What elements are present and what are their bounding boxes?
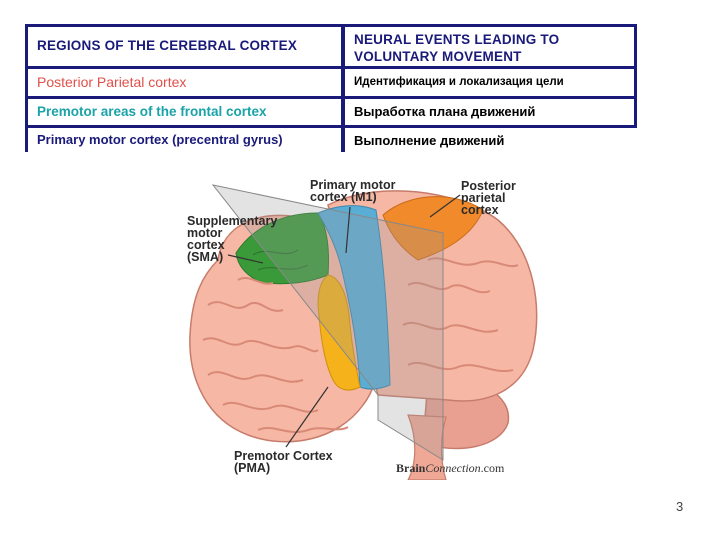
label-line: (PMA) — [234, 462, 333, 474]
region-premotor: Premotor areas of the frontal cortex — [28, 99, 341, 125]
label-line: cortex (M1) — [310, 191, 395, 203]
event-label: Выполнение движений — [354, 133, 504, 148]
brain-diagram: Primary motor cortex (M1) Posterior pari… — [178, 165, 550, 480]
label-primary-motor: Primary motor cortex (M1) — [310, 179, 395, 203]
regions-table: REGIONS OF THE CEREBRAL CORTEX NEURAL EV… — [25, 24, 637, 152]
header-neural-events: NEURAL EVENTS LEADING TO VOLUNTARY MOVEM… — [345, 27, 634, 66]
region-label: Primary motor cortex (precentral gyrus) — [37, 132, 283, 147]
region-primary-motor: Primary motor cortex (precentral gyrus) — [28, 128, 341, 152]
header-events-line-1: NEURAL EVENTS LEADING TO — [354, 31, 634, 48]
brainconnection-credit: BrainConnection.com — [396, 461, 504, 476]
event-movement-execution: Выполнение движений — [345, 128, 637, 152]
label-line: cortex — [461, 204, 516, 216]
event-label: Выработка плана движений — [354, 104, 535, 119]
header-regions-line: REGIONS OF THE CEREBRAL CORTEX — [37, 31, 341, 54]
event-movement-plan: Выработка плана движений — [345, 99, 634, 125]
page-number: 3 — [676, 499, 683, 514]
region-posterior-parietal: Posterior Parietal cortex — [28, 69, 341, 96]
label-posterior-parietal: Posterior parietal cortex — [461, 180, 516, 216]
label-pma: Premotor Cortex (PMA) — [234, 450, 333, 474]
label-line: (SMA) — [187, 251, 277, 263]
event-target-identification: Идентификация и локализация цели — [345, 69, 634, 96]
region-label: Premotor areas of the frontal cortex — [37, 104, 267, 119]
header-regions: REGIONS OF THE CEREBRAL CORTEX — [28, 27, 341, 66]
credit-domain: .com — [481, 461, 505, 475]
header-events-line-2: VOLUNTARY MOVEMENT — [354, 48, 634, 65]
event-label: Идентификация и локализация цели — [354, 76, 564, 88]
credit-brain: Brain — [396, 461, 425, 475]
region-label: Posterior Parietal cortex — [37, 74, 186, 90]
credit-connection: Connection — [425, 461, 480, 475]
label-sma: Supplementary motor cortex (SMA) — [187, 215, 277, 263]
